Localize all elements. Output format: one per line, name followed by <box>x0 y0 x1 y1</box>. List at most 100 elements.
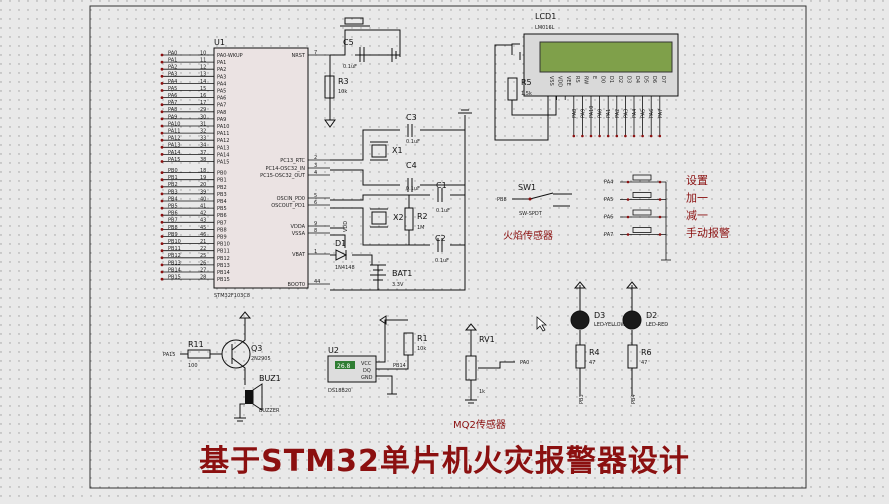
resistor-r5[interactable]: R5 1.5k <box>507 77 532 101</box>
c3-value: 0.1uF <box>406 139 420 145</box>
key-net: PA6 <box>604 215 613 221</box>
r6-ref: R6 <box>641 348 652 357</box>
lcd-pin-label: VDD <box>557 76 563 87</box>
key-pa7[interactable]: PA7 手动报警 <box>604 226 730 240</box>
lcd-pin-vee: VEE <box>564 76 571 100</box>
diode-d1[interactable]: D1 1N4148 <box>335 239 355 271</box>
led-d2[interactable]: D2 LED-RED R6 47 PB4 <box>622 285 668 404</box>
resistor-r11[interactable]: PA15 R11 100 <box>163 340 222 369</box>
q3-ref: Q3 <box>251 344 262 353</box>
battery-bat1[interactable]: BAT1 3.3V <box>370 264 412 288</box>
lcd-net-label: PA0 <box>598 109 604 118</box>
pin-number: 15 <box>200 86 206 92</box>
pin-name: OSCOUT_PD1 <box>271 203 305 209</box>
c5-ref: C5 <box>343 38 354 47</box>
pin-name: PA14 <box>217 152 229 158</box>
lcd-ref: LCD1 <box>535 12 556 21</box>
pin-name: PA10 <box>217 124 229 130</box>
resistor-r1[interactable]: R1 10k <box>403 332 428 356</box>
pin-number: 45 <box>200 225 206 231</box>
capacitor-c1[interactable]: C1 0.1uF <box>436 181 450 214</box>
crystal-x1[interactable]: X1 <box>370 141 403 161</box>
resistor-r2[interactable]: R2 1M <box>404 195 428 245</box>
switch-sw1[interactable]: SW1 PB8 SW-SPDT 火焰传感器 <box>497 183 572 242</box>
r3-ref: R3 <box>338 77 349 86</box>
lcd-net-label: PA10 <box>589 106 595 118</box>
wire-lcd <box>494 43 557 141</box>
sensor-u2[interactable]: U2 26.8 VCC DQ GND DS18B20 PB14 <box>327 315 409 395</box>
led-d3[interactable]: D3 LED-YELLOW R4 47 PB3 <box>570 285 626 404</box>
capacitor-c5[interactable]: C5 0.1uF <box>343 38 365 70</box>
buzzer-buz1[interactable]: BUZ1 BUZZER <box>234 374 281 422</box>
pin-name: PC13_RTC <box>280 158 305 164</box>
r11-value: 100 <box>188 363 198 369</box>
capacitor-c3[interactable]: C3 0.1uF <box>406 113 420 145</box>
resistor-r3[interactable]: R3 10k <box>324 75 349 128</box>
pin-net: PA2 <box>168 65 177 71</box>
capacitor-c4[interactable]: C4 0.1uF <box>406 161 420 192</box>
crystal-x2[interactable]: X2 <box>370 208 404 228</box>
key-label: 手动报警 <box>686 226 730 240</box>
pin-name: PB13 <box>217 263 230 269</box>
pin-number: 40 <box>200 196 206 202</box>
potentiometer-rv1[interactable]: RV1 PA0 1k MQ2传感器 <box>453 323 529 431</box>
key-net: PA7 <box>604 232 613 238</box>
lcd-part: LM016L <box>535 25 555 31</box>
pin-number: 26 <box>200 260 206 266</box>
pin-name: PA11 <box>217 131 229 137</box>
reset-button[interactable] <box>340 17 370 27</box>
capacitor-c2[interactable]: C2 0.1uF <box>435 234 449 264</box>
